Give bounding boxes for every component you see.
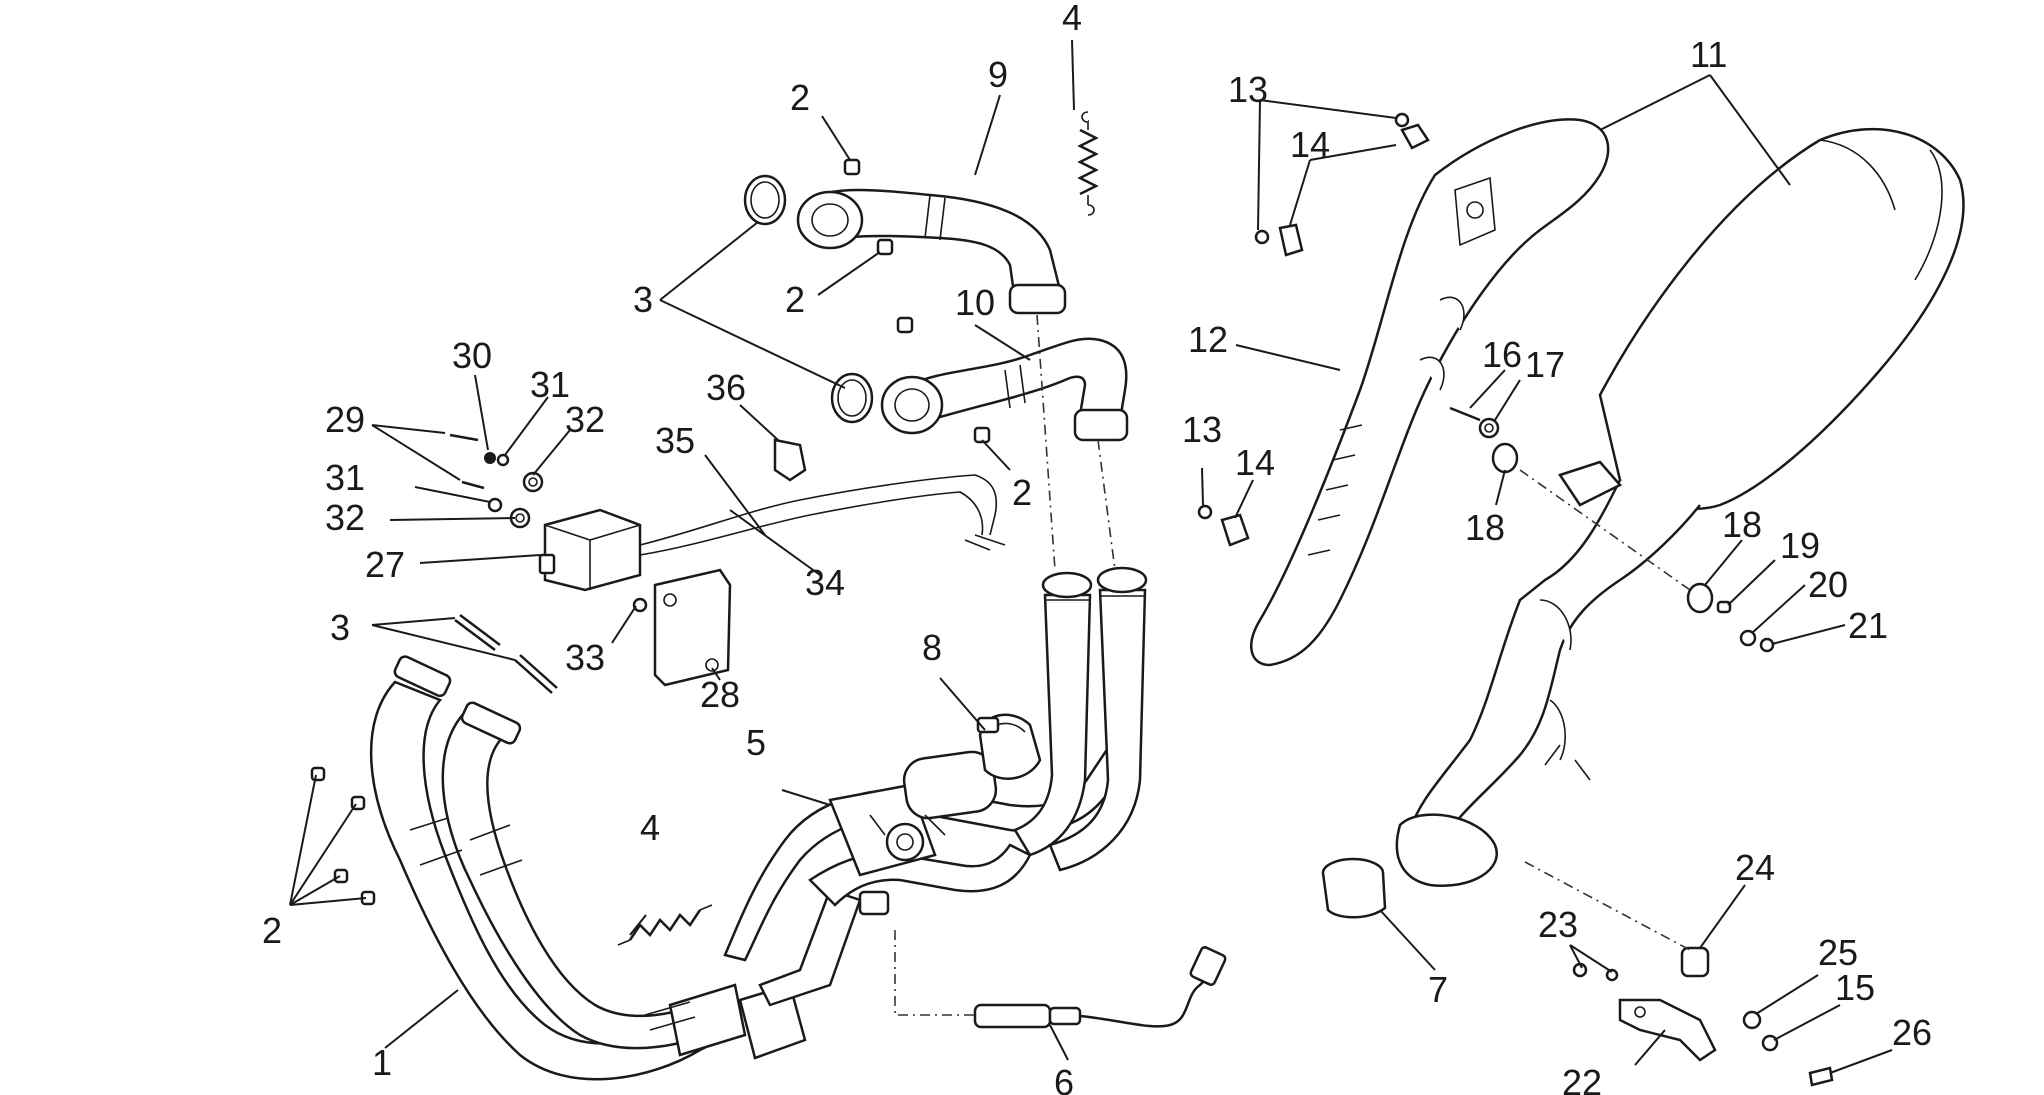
callout-18-upper: 18 bbox=[1465, 507, 1505, 548]
silencer-hardware bbox=[1449, 406, 1775, 653]
callout-9: 9 bbox=[988, 54, 1008, 95]
callout-14-upper: 14 bbox=[1290, 124, 1330, 165]
lower-rear-manifold bbox=[880, 337, 1129, 442]
callouts: 1 2 2 2 2 3 3 4 4 5 6 7 8 9 10 11 12 13 … bbox=[262, 0, 1932, 1095]
callout-4-lower: 4 bbox=[640, 807, 660, 848]
callout-21: 21 bbox=[1848, 605, 1888, 646]
silencer bbox=[1395, 127, 1965, 888]
clamp bbox=[976, 713, 1042, 780]
callout-2-lower: 2 bbox=[1012, 472, 1032, 513]
callout-35: 35 bbox=[655, 420, 695, 461]
assembly-lines bbox=[1036, 314, 1116, 571]
silencer-sleeve bbox=[1321, 857, 1387, 919]
callout-33: 33 bbox=[565, 637, 605, 678]
callout-2-upper: 2 bbox=[790, 77, 810, 118]
callout-3-lower: 3 bbox=[330, 607, 350, 648]
callout-2-front-nuts: 2 bbox=[262, 910, 282, 951]
actuator-hardware bbox=[449, 433, 648, 613]
leader-lines bbox=[289, 39, 1893, 1074]
callout-15: 15 bbox=[1835, 967, 1875, 1008]
callout-20: 20 bbox=[1808, 564, 1848, 605]
springs bbox=[617, 111, 1099, 946]
callout-14-lower: 14 bbox=[1235, 442, 1275, 483]
callout-2-middle: 2 bbox=[785, 279, 805, 320]
valve-cables bbox=[639, 438, 1006, 556]
callout-36: 36 bbox=[706, 367, 746, 408]
callout-24: 24 bbox=[1735, 847, 1775, 888]
callout-26: 26 bbox=[1892, 1012, 1932, 1053]
callout-4-upper: 4 bbox=[1062, 0, 1082, 38]
callout-12: 12 bbox=[1188, 319, 1228, 360]
callout-3-upper: 3 bbox=[633, 279, 653, 320]
callout-13-upper: 13 bbox=[1228, 69, 1268, 110]
nuts bbox=[310, 158, 991, 906]
callout-6: 6 bbox=[1054, 1062, 1074, 1095]
callout-28: 28 bbox=[700, 674, 740, 715]
callout-5: 5 bbox=[746, 722, 766, 763]
callout-31-upper: 31 bbox=[530, 364, 570, 405]
callout-31-lower: 31 bbox=[325, 457, 365, 498]
callout-25: 25 bbox=[1818, 932, 1858, 973]
mounting-bracket bbox=[1524, 861, 1834, 1087]
rear-header-pipes bbox=[1013, 566, 1148, 872]
callout-29: 29 bbox=[325, 399, 365, 440]
callout-32-upper: 32 bbox=[565, 399, 605, 440]
callout-22: 22 bbox=[1562, 1062, 1602, 1095]
callout-8: 8 bbox=[922, 627, 942, 668]
callout-10: 10 bbox=[955, 282, 995, 323]
callout-32-lower: 32 bbox=[325, 497, 365, 538]
callout-34: 34 bbox=[805, 562, 845, 603]
heat-shield bbox=[1250, 118, 1610, 667]
callout-13-lower: 13 bbox=[1182, 409, 1222, 450]
callout-1: 1 bbox=[372, 1042, 392, 1083]
callout-18-right: 18 bbox=[1722, 504, 1762, 545]
callout-30: 30 bbox=[452, 335, 492, 376]
callout-7: 7 bbox=[1428, 969, 1448, 1010]
clips bbox=[1197, 112, 1430, 547]
callout-11: 11 bbox=[1690, 34, 1727, 75]
callout-16: 16 bbox=[1482, 334, 1522, 375]
callout-19: 19 bbox=[1780, 525, 1820, 566]
callout-23: 23 bbox=[1538, 904, 1578, 945]
callout-27: 27 bbox=[365, 544, 405, 585]
valve-actuator bbox=[538, 508, 732, 687]
callout-17: 17 bbox=[1525, 344, 1565, 385]
front-header-pipes bbox=[369, 655, 747, 1081]
oxygen-sensor bbox=[894, 930, 1227, 1029]
upper-rear-manifold bbox=[796, 188, 1067, 315]
